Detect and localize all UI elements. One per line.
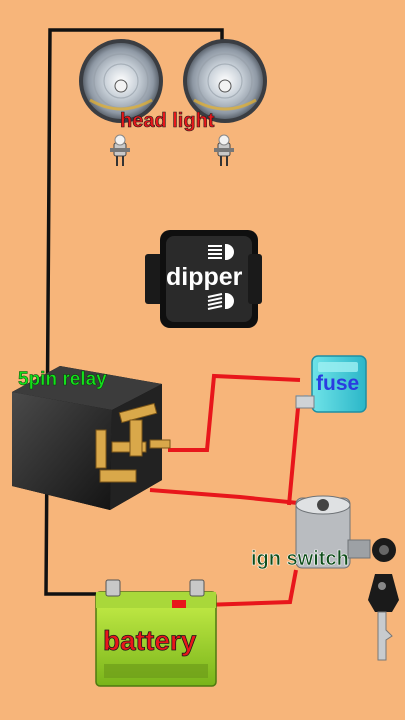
ignition-key	[368, 574, 399, 661]
highbeam-icon	[208, 243, 234, 261]
fuse	[295, 355, 367, 413]
label-relay: 5pin relay	[18, 369, 107, 390]
headlight-left	[79, 39, 163, 123]
label-dipper: dipper	[166, 263, 243, 291]
lowbeam-icon	[207, 292, 234, 310]
label-head-light: head light	[120, 110, 215, 132]
wire-relay-to-ign	[149, 488, 299, 505]
black-ground-wire	[44, 28, 224, 596]
dipper-switch	[145, 230, 262, 328]
red-wires	[149, 373, 306, 608]
battery	[95, 579, 217, 687]
label-ign-switch: ign switch	[251, 548, 349, 570]
relay-5pin	[12, 366, 171, 510]
bulb-right	[214, 134, 234, 166]
relay-terminals	[95, 402, 171, 483]
bulb-left	[110, 134, 130, 166]
label-fuse: fuse	[316, 372, 359, 395]
label-battery: battery	[103, 625, 197, 656]
headlight-right	[183, 39, 267, 123]
ignition-switch	[295, 495, 396, 569]
wire-fuse-to-ign	[287, 398, 306, 506]
wire-relay-to-fuse	[168, 373, 301, 452]
